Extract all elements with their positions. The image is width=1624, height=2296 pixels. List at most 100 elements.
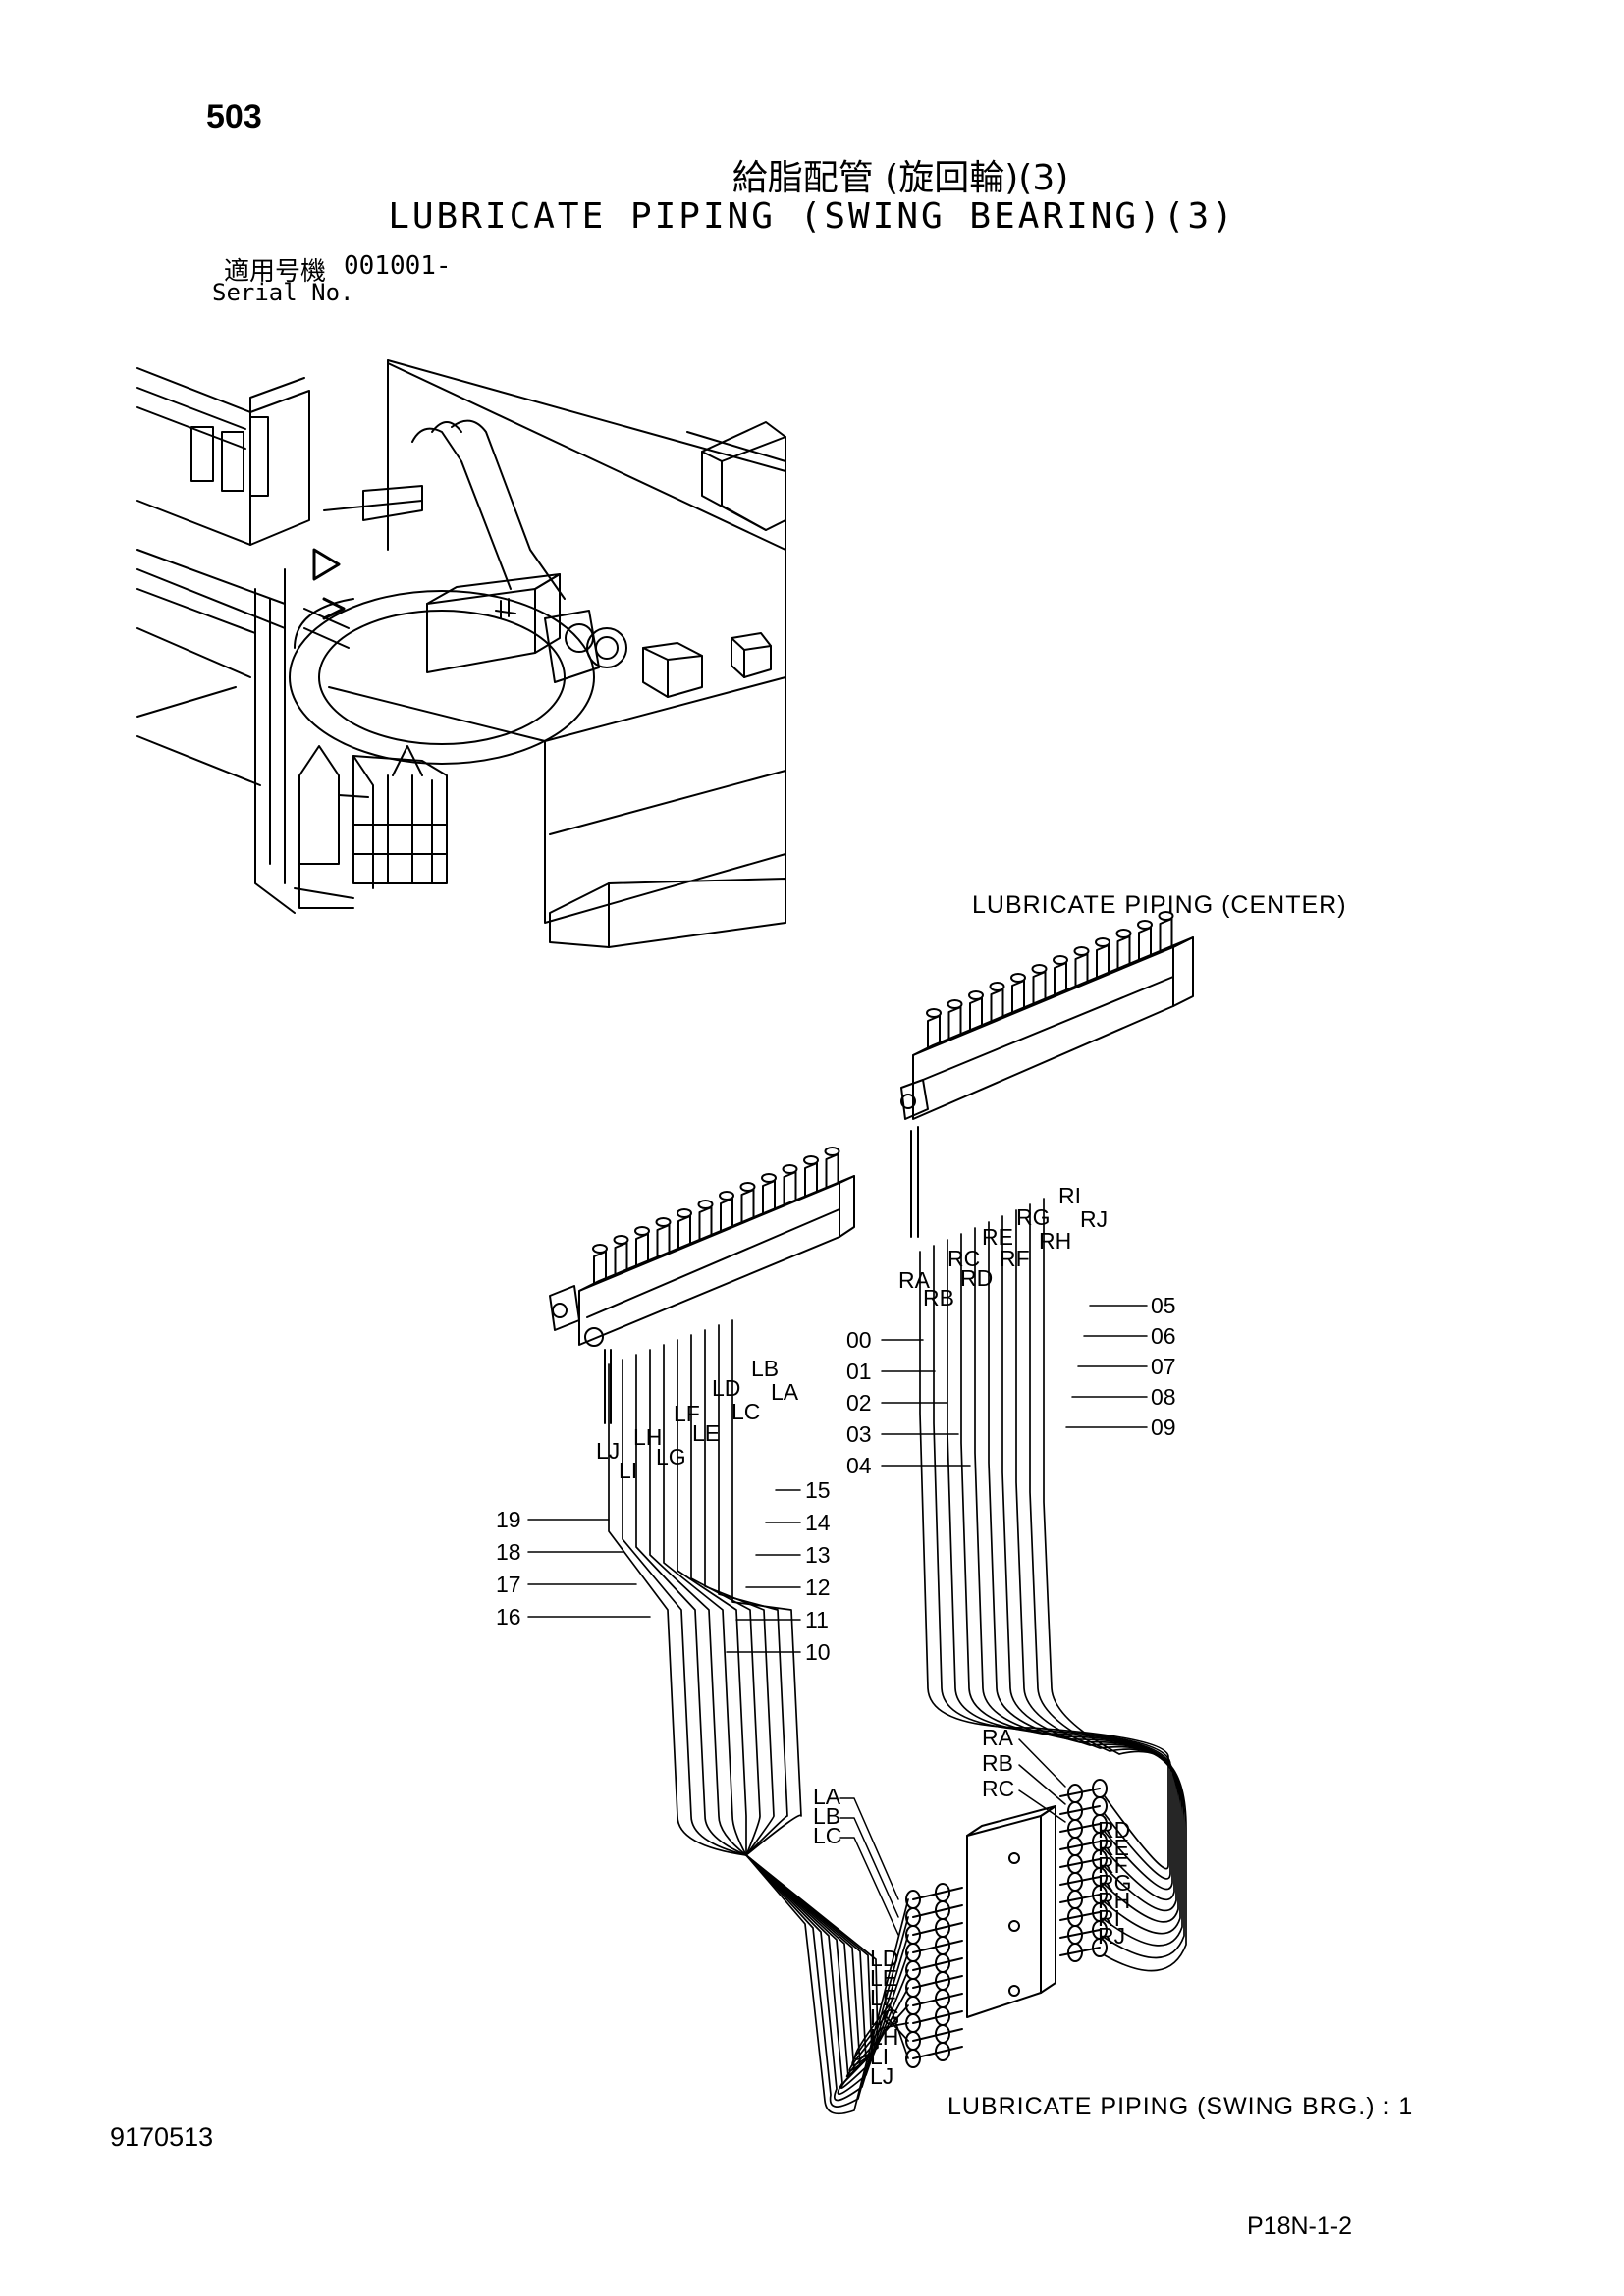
- grease-nipple: [720, 1198, 733, 1232]
- grease-nipple-cap: [1031, 964, 1048, 974]
- grease-nipple-cap: [677, 1208, 692, 1218]
- leader-line: [839, 1797, 899, 1900]
- callout-number: 15: [805, 1477, 831, 1503]
- callout-number: 13: [805, 1542, 831, 1568]
- grease-nipple-cap: [1158, 911, 1174, 921]
- swing-fitting-left: [912, 1940, 963, 1953]
- grease-nipple-cap: [739, 1182, 756, 1192]
- grease-nipple-cap: [1137, 920, 1153, 930]
- machine-overview-drawing: [136, 359, 786, 948]
- swing-fitting-left: [912, 1887, 963, 1900]
- port-label-swing-right: RA: [982, 1725, 1014, 1750]
- leader-line: [1018, 1738, 1066, 1788]
- grease-nipple: [825, 1153, 839, 1188]
- center-piping-label: LUBRICATE PIPING (CENTER): [972, 891, 1347, 919]
- grease-nipple: [990, 988, 1004, 1023]
- callout-number: 04: [846, 1453, 872, 1478]
- left-lubricate-pipe: [663, 1344, 909, 2089]
- page-code: P18N-1-2: [1247, 2213, 1352, 2240]
- port-label-swing-left: LH: [870, 2024, 898, 2050]
- grease-nipple: [1138, 927, 1152, 961]
- swing-bearing-block: [905, 1779, 1108, 2068]
- grease-nipple: [593, 1251, 607, 1285]
- callout-number: 01: [846, 1359, 872, 1384]
- port-label-swing-left: LJ: [870, 2063, 893, 2089]
- port-label-center: RB: [923, 1285, 954, 1310]
- swing-fitting-left: [912, 2010, 963, 2024]
- port-label-swing-right: RG: [1098, 1870, 1132, 1896]
- callout-number: 08: [1151, 1384, 1176, 1410]
- grease-nipple-cap: [1010, 973, 1026, 983]
- center-lubricate-pipe: [1029, 1203, 1185, 1959]
- grease-nipple: [635, 1233, 649, 1267]
- port-label-left: LF: [674, 1401, 700, 1426]
- swing-piping-label: LUBRICATE PIPING (SWING BRG.) : 1: [947, 2093, 1414, 2120]
- grease-nipple: [698, 1206, 713, 1241]
- port-label-left: LJ: [596, 1438, 620, 1464]
- port-label-swing-left: LE: [870, 1965, 897, 1991]
- grease-nipple-cap: [592, 1244, 608, 1254]
- leader-line: [1018, 1789, 1066, 1823]
- grease-nipple: [740, 1189, 755, 1223]
- grease-nipple: [614, 1242, 628, 1276]
- swing-fitting-left-end: [905, 2049, 921, 2068]
- grease-nipple-cap: [782, 1164, 798, 1174]
- port-label-swing-right: RD: [1098, 1817, 1130, 1842]
- callout-number: 09: [1151, 1415, 1176, 1440]
- grease-nipple: [1074, 953, 1089, 988]
- swing-fitting-left: [912, 1975, 963, 1989]
- grease-nipple: [927, 1015, 941, 1049]
- port-label-center: RD: [960, 1265, 993, 1291]
- callout-number: 00: [846, 1327, 872, 1353]
- swing-fitting-right-end: [1092, 1938, 1108, 1957]
- grease-nipple: [1116, 935, 1131, 970]
- left-lubrication-block: [549, 1147, 855, 1424]
- callout-number: 18: [496, 1539, 521, 1565]
- grease-nipple-cap: [697, 1200, 714, 1209]
- piping-bundles: [608, 1198, 1187, 2115]
- grease-nipple-cap: [968, 990, 984, 1000]
- left-lubricate-pipe: [704, 1329, 909, 2072]
- grease-nipple: [762, 1180, 776, 1214]
- port-label-swing-right: RH: [1098, 1888, 1130, 1913]
- leader-line: [839, 1837, 899, 1936]
- port-label-left: LD: [712, 1375, 740, 1401]
- swing-fitting-left: [912, 1922, 963, 1936]
- center-lubricate-pipe: [947, 1239, 1173, 1891]
- grease-nipple-cap: [634, 1226, 650, 1236]
- left-lubricate-pipe: [677, 1339, 909, 2084]
- port-label-left: LB: [751, 1356, 779, 1381]
- grease-nipple-cap: [761, 1173, 777, 1183]
- grease-nipple-cap: [719, 1191, 734, 1201]
- swing-fitting-right-nut: [1067, 1943, 1083, 1962]
- swing-fitting-left-nut: [935, 2042, 950, 2061]
- callout-number: 12: [805, 1575, 831, 1600]
- title-english: LUBRICATE PIPING (SWING BEARING)(3): [388, 196, 1236, 237]
- callout-number: 19: [496, 1507, 521, 1532]
- center-lubricate-pipe: [1043, 1198, 1187, 1972]
- grease-nipple-cap: [989, 982, 1005, 991]
- callout-number: 16: [496, 1604, 521, 1629]
- grease-nipple: [969, 997, 983, 1032]
- port-label-center: RF: [1000, 1246, 1030, 1271]
- port-label-swing-right: RF: [1098, 1852, 1128, 1878]
- callout-number: 03: [846, 1421, 872, 1447]
- grease-nipple-cap: [1115, 929, 1132, 938]
- port-label-left: LC: [731, 1399, 760, 1424]
- left-lubricate-pipe: [718, 1324, 909, 2066]
- callout-number: 07: [1151, 1354, 1176, 1379]
- grease-nipple: [1054, 962, 1067, 996]
- port-label-swing-left: LF: [870, 1985, 896, 2010]
- grease-nipple: [1159, 918, 1173, 952]
- grease-nipple: [677, 1215, 691, 1250]
- port-label-swing-right: RC: [982, 1776, 1014, 1801]
- grease-nipple: [783, 1171, 797, 1205]
- callout-number: 06: [1151, 1323, 1176, 1349]
- grease-nipple-cap: [655, 1217, 672, 1227]
- swing-fitting-left: [912, 2028, 963, 2042]
- port-label-left: LI: [619, 1458, 637, 1483]
- swing-fitting-left: [912, 2046, 963, 2059]
- port-label-swing-left: LG: [870, 2004, 900, 2030]
- center-lubricate-pipe: [933, 1245, 1171, 1880]
- grease-nipple-cap: [1095, 937, 1110, 947]
